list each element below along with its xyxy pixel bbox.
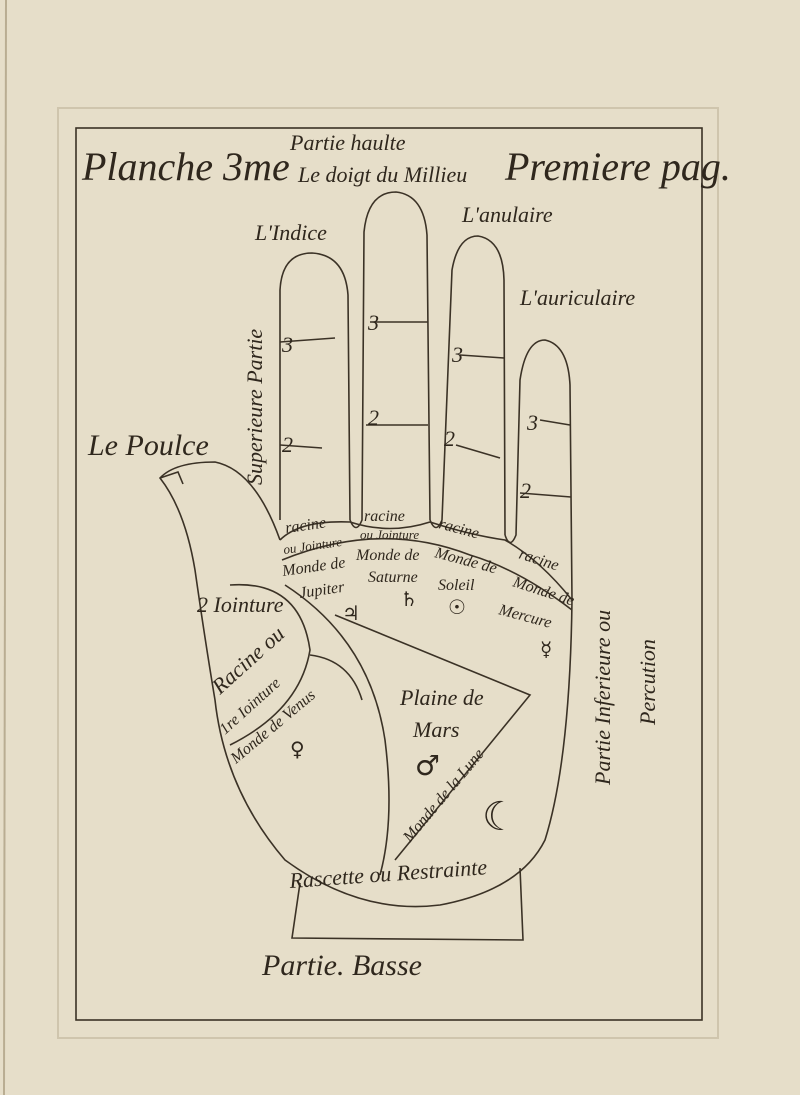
index-joint-3: 3	[281, 332, 293, 357]
middle-joint-3: 3	[367, 310, 379, 335]
index-finger-label: L'Indice	[254, 220, 327, 245]
monde-saturne: Monde de	[355, 547, 420, 564]
lower-part-label-2: Percution	[635, 639, 660, 726]
little-joint-3: 3	[526, 410, 538, 435]
thumb-outline	[158, 461, 573, 908]
bottom-part-label: Partie. Basse	[261, 949, 422, 982]
thumb-label: Le Poulce	[87, 429, 209, 462]
venus-arc	[309, 654, 363, 701]
middle-finger-label: Le doigt du Millieu	[297, 162, 467, 187]
jointure-saturne: ou Jointure	[360, 527, 419, 542]
mercury-icon: ☿	[540, 637, 552, 661]
ring-finger-label: L'anulaire	[461, 202, 553, 227]
little-joint-2: 2	[520, 478, 531, 503]
racine-jupiter: racine	[284, 514, 327, 537]
plate-mark	[57, 107, 719, 1039]
finger-joint-numbers: 3 2 3 2 3 2 3 2	[281, 310, 538, 503]
second-joint-label: 2 Iointure	[197, 592, 284, 617]
partie-haute-label: Partie haulte	[289, 130, 406, 155]
saturne-label: Saturne	[368, 569, 418, 586]
life-line	[284, 584, 390, 876]
wrist	[291, 867, 524, 941]
mars-triangle	[334, 614, 532, 861]
plaine-label: Plaine de	[399, 685, 484, 710]
index-finger	[279, 252, 351, 521]
jupiter-icon: ♃	[342, 601, 360, 625]
palm-top-line	[279, 521, 573, 601]
mars-label: Mars	[412, 717, 459, 742]
index-joint-2: 2	[282, 432, 293, 457]
jupiter-label: Jupiter	[298, 579, 346, 602]
page-label: Premiere pag.	[504, 144, 731, 189]
plate-number: Planche 3me	[81, 144, 290, 189]
joint-lines	[279, 321, 572, 498]
sun-icon: ☉	[448, 595, 466, 619]
moon-icon: ☾	[482, 794, 518, 840]
ring-finger	[429, 235, 506, 536]
mount-arc	[281, 537, 573, 611]
saturn-icon: ♄	[400, 587, 418, 611]
frame-border	[75, 127, 703, 1021]
lower-part-label-1: Partie Inferieure ou	[590, 610, 615, 786]
middle-finger	[349, 191, 431, 529]
little-finger-label: L'auriculaire	[519, 285, 635, 310]
soleil-label: Soleil	[438, 577, 475, 594]
ring-joint-2: 2	[444, 426, 455, 451]
thumb-tip	[159, 471, 184, 485]
middle-joint-2: 2	[368, 405, 379, 430]
ring-joint-3: 3	[451, 342, 463, 367]
upper-part-label: Superieure Partie	[242, 329, 267, 485]
page-fold	[3, 0, 7, 1095]
racine-saturne: racine	[364, 508, 405, 525]
venus-icon: ♀	[290, 737, 305, 761]
thumb-root-line	[229, 583, 311, 746]
mars-icon: ♂	[415, 749, 440, 782]
little-finger	[504, 339, 573, 601]
